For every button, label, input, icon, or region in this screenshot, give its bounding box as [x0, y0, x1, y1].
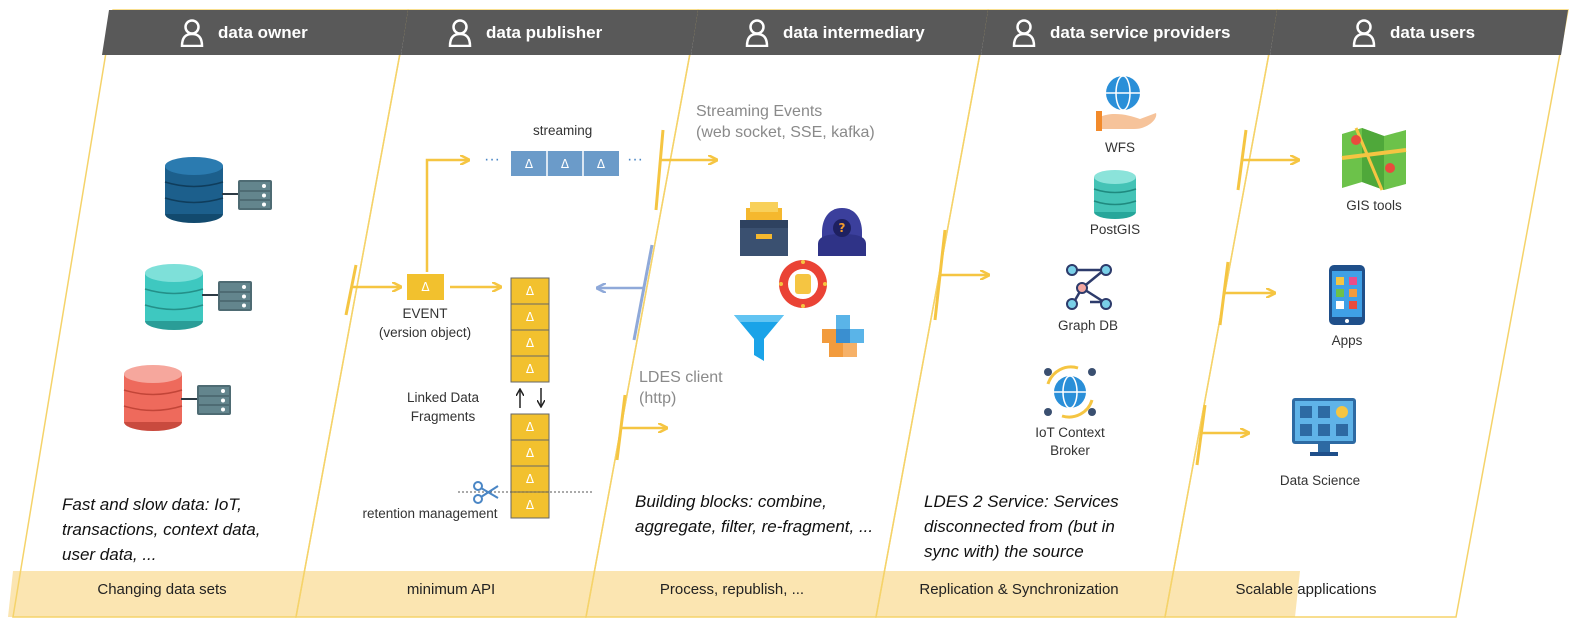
server-icon: [222, 180, 272, 210]
blocks-cubes-icon: [822, 315, 864, 357]
map-icon: [1341, 127, 1407, 191]
footer-bar: [8, 571, 1300, 617]
fragment-delta: Δ: [525, 498, 535, 512]
fragment-delta: Δ: [525, 284, 535, 298]
fragment-delta: Δ: [525, 336, 535, 350]
user-apps-label: Apps: [1331, 333, 1363, 348]
monitor-icon: [1292, 398, 1356, 456]
footer-intermediary: Process, republish, ...: [659, 581, 805, 598]
ldes-client-sublabel: (http): [639, 390, 677, 407]
header-label: data owner: [218, 23, 308, 42]
hooded-figure-icon: ?: [818, 208, 866, 256]
boundary-tick: [1236, 129, 1248, 191]
streaming-events-label: Streaming Events: [696, 103, 823, 120]
header-bar-owner: [102, 10, 408, 55]
stream-ellipsis-left: ···: [484, 151, 500, 168]
provider-wfs-label: WFS: [1105, 140, 1135, 155]
provider-postgis-label: PostGIS: [1089, 222, 1141, 237]
funnel-filter-icon: [734, 315, 784, 361]
fragment-stack-bottom: [510, 413, 550, 519]
stream-delta: Δ: [596, 156, 606, 171]
stream-delta: Δ: [560, 156, 570, 171]
boundary-tick-blue: [632, 244, 654, 341]
database-icon: [1093, 170, 1137, 219]
header-bar-publisher: [401, 10, 698, 55]
event-label: EVENT: [402, 306, 448, 321]
header-owner: data owner: [180, 13, 308, 53]
header-label: data publisher: [486, 23, 603, 42]
footer-providers: Replication & Synchronization: [919, 581, 1119, 598]
event-delta: Δ: [421, 280, 430, 294]
fragment-delta: Δ: [525, 446, 535, 460]
boundary-tick: [1195, 404, 1207, 466]
streaming-label: streaming: [533, 123, 593, 138]
event-box: [407, 274, 444, 300]
event-sublabel: (version object): [378, 325, 472, 340]
iot-globe-icon: [1044, 365, 1096, 419]
fragment-delta: Δ: [525, 310, 535, 324]
fragments-label: Linked Data: [406, 390, 480, 405]
fragments-sublabel: Fragments: [410, 409, 476, 424]
header-label: data intermediary: [783, 23, 925, 42]
boundary-tick: [654, 129, 665, 211]
stream-ellipsis-right: ···: [627, 151, 643, 168]
data-core-icon: [779, 260, 827, 308]
user-gis-label: GIS tools: [1346, 198, 1402, 213]
user-icon: [1012, 19, 1036, 47]
user-icon: [1352, 19, 1376, 47]
user-icon: [180, 19, 204, 47]
database-icon-blue: [164, 157, 224, 223]
providers-description: LDES 2 Service: Services disconnected fr…: [924, 492, 1119, 561]
user-icon: [745, 19, 769, 47]
boundary-tick: [344, 264, 358, 316]
streaming-events-sublabel: (web socket, SSE, kafka): [696, 124, 875, 141]
server-icon: [202, 281, 252, 311]
phone-icon: [1329, 265, 1365, 325]
svg-text:?: ?: [839, 221, 846, 235]
fragment-delta: Δ: [525, 420, 535, 434]
fragment-delta: Δ: [525, 472, 535, 486]
database-icon-red: [123, 365, 183, 431]
header-users: data users: [1352, 13, 1475, 53]
boundary-tick: [1218, 261, 1230, 326]
footer-owner: Changing data sets: [97, 581, 227, 598]
footer-publisher: minimum API: [406, 581, 496, 598]
header-label: data users: [1390, 23, 1476, 42]
header-bar-intermediary: [691, 10, 988, 55]
stream-bar: [511, 151, 619, 176]
server-icon: [181, 385, 231, 415]
stream-delta: Δ: [524, 156, 534, 171]
header-publisher: data publisher: [448, 13, 602, 53]
globe-hand-icon: [1096, 75, 1157, 131]
panel-users: [1164, 9, 1569, 618]
provider-iot-sublabel: Broker: [1050, 443, 1090, 458]
ldes-client-label: LDES client: [639, 369, 723, 386]
retention-label: retention management: [362, 506, 498, 521]
provider-graphdb-label: Graph DB: [1057, 318, 1119, 333]
header-intermediary: data intermediary: [745, 13, 925, 53]
header-bar-providers: [981, 10, 1277, 55]
arrow-event-to-streaming: [425, 160, 468, 272]
owner-description: Fast and slow data: IoT, transactions, c…: [62, 495, 261, 564]
user-icon: [448, 19, 472, 47]
intermediary-description: Building blocks: combine, aggregate, fil…: [635, 492, 874, 536]
graph-icon: [1066, 264, 1112, 310]
footer-users: Scalable applications: [1235, 581, 1377, 598]
fragment-stack-top: [510, 277, 550, 383]
inbox-box-icon: [740, 202, 788, 256]
scissors-icon: [473, 481, 499, 504]
database-icon-teal: [144, 264, 204, 330]
provider-iot-label: IoT Context: [1035, 425, 1105, 440]
user-datascience-label: Data Science: [1279, 473, 1361, 488]
header-label: data service providers: [1050, 23, 1231, 42]
header-bar-users: [1270, 10, 1568, 55]
header-providers: data service providers: [1012, 13, 1230, 53]
fragment-delta: Δ: [525, 362, 535, 376]
